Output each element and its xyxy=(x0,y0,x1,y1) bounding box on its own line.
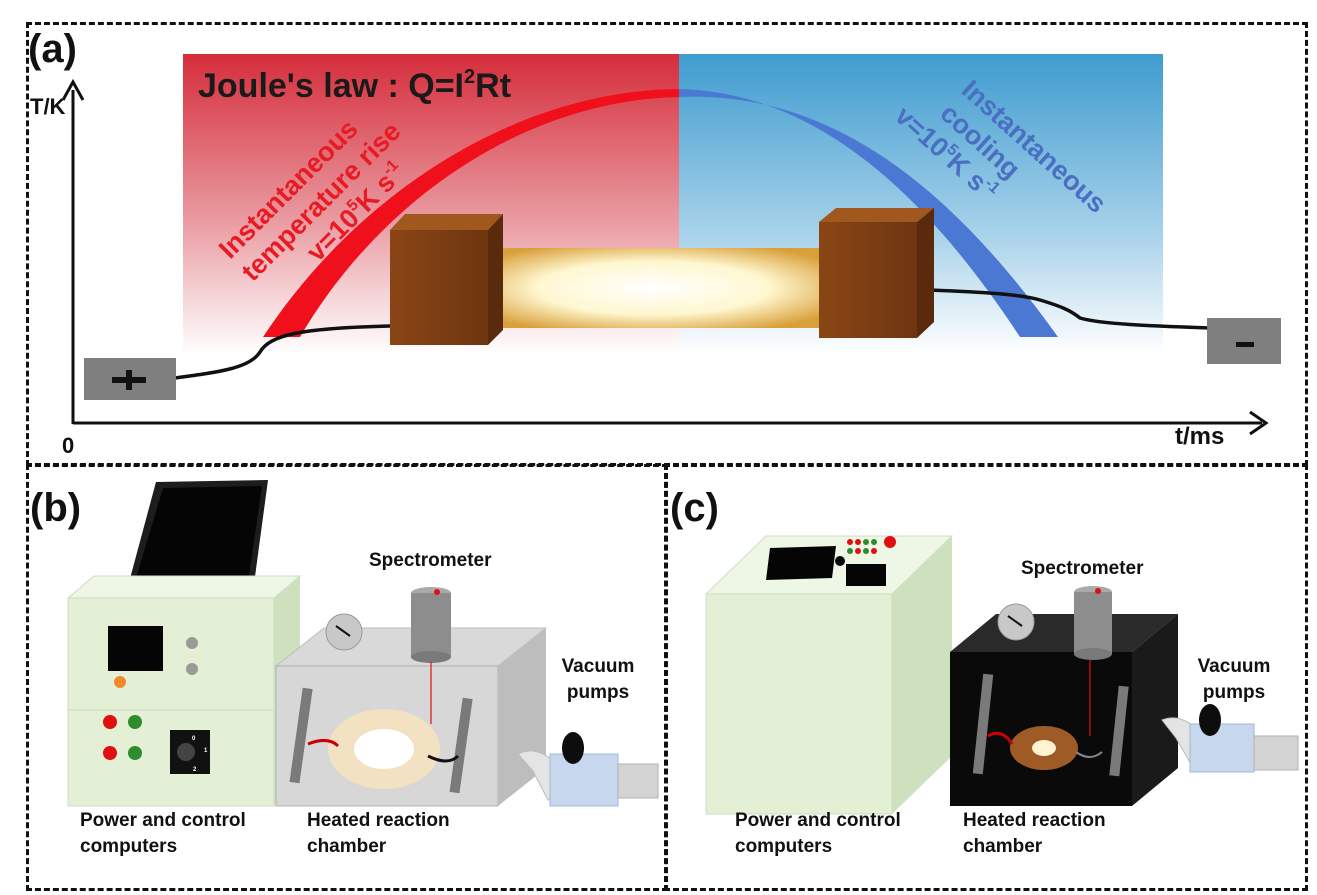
vacuum-pump xyxy=(517,732,659,807)
right-electrode xyxy=(819,208,934,338)
vacuum-pump-c xyxy=(1161,704,1299,773)
chamber-label-c-line1: Heated reaction xyxy=(963,810,1106,831)
pressure-gauge xyxy=(325,613,363,651)
y-axis-arrow xyxy=(61,78,85,101)
vacuum-label-b-line2: pumps xyxy=(566,682,630,703)
heating-curve xyxy=(263,89,679,337)
spectrometer-label-b: Spectrometer xyxy=(369,550,492,571)
left-electrode xyxy=(390,214,503,345)
joule-heating-diagram: (a) T/K 0 t/ms Joule's law : Q=I2Rt Inst… xyxy=(28,27,1281,458)
joule-law-title: Joule's law : Q=I2Rt xyxy=(198,66,511,105)
reaction-chamber-dark xyxy=(950,614,1178,806)
power-label-b-line2: computers xyxy=(80,836,178,857)
temperature-trace xyxy=(174,288,1211,380)
power-label-b-line1: Power and control xyxy=(80,810,246,831)
chamber-label-b-line2: chamber xyxy=(307,836,387,857)
cooling-curve xyxy=(679,89,1058,337)
negative-terminal xyxy=(1207,318,1281,364)
chamber-label-c-line2: chamber xyxy=(963,836,1043,857)
setup-b-illustration: 0 1 2 xyxy=(66,480,659,807)
chamber-label-b-line1: Heated reaction xyxy=(307,810,450,831)
control-cabinet-lower: 0 1 2 xyxy=(67,688,300,807)
panel-c xyxy=(664,464,1308,891)
control-cabinet-upper xyxy=(66,575,302,711)
heated-sample xyxy=(478,248,828,328)
power-label-b: Power and control computers xyxy=(80,808,246,860)
panel-c-letter: (c) xyxy=(670,486,719,530)
spectrometer-device xyxy=(411,587,451,724)
vacuum-label-b: Vacuum pumps xyxy=(548,654,648,706)
control-cabinet xyxy=(704,535,954,815)
vacuum-label-c-line1: Vacuum xyxy=(1197,656,1271,677)
spectrometer-device-c xyxy=(1074,586,1112,736)
chamber-label-b: Heated reaction chamber xyxy=(307,808,450,860)
vacuum-label-c-line2: pumps xyxy=(1202,682,1266,703)
vacuum-label-b-line1: Vacuum xyxy=(561,656,635,677)
power-label-c: Power and control computers xyxy=(735,808,901,860)
spectrometer-label-c: Spectrometer xyxy=(1021,558,1144,579)
chamber-label-c: Heated reaction chamber xyxy=(963,808,1106,860)
y-axis-label: T/K xyxy=(30,94,66,119)
setup-c-illustration xyxy=(704,535,1299,815)
power-label-c-line2: computers xyxy=(735,836,833,857)
svg-text:1: 1 xyxy=(204,748,208,754)
vacuum-label-c: Vacuum pumps xyxy=(1184,654,1284,706)
panel-a-letter: (a) xyxy=(28,27,77,71)
monitor xyxy=(128,480,268,598)
pressure-gauge-c xyxy=(997,603,1035,641)
power-label-c-line1: Power and control xyxy=(735,810,901,831)
svg-text:0: 0 xyxy=(192,736,196,742)
panel-b-letter: (b) xyxy=(30,486,82,530)
svg-text:2: 2 xyxy=(193,767,197,773)
origin-label: 0 xyxy=(62,433,74,458)
x-axis-arrow xyxy=(1249,410,1269,436)
x-axis-label: t/ms xyxy=(1175,423,1224,450)
